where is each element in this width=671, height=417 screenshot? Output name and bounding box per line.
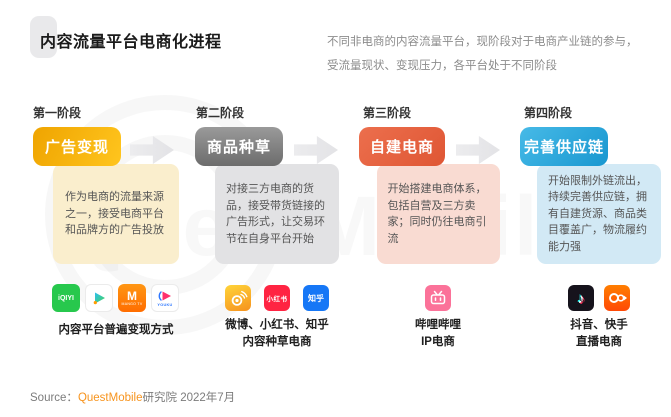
stage1-description-box: 作为电商的流量来源之一，接受电商平台和品牌方的广告投放 — [53, 164, 179, 264]
arrow-right-icon — [456, 136, 500, 164]
stage2-description-box: 对接三方电商的货品，接受带货链接的广告形式，让交易环节在自身平台开始 — [215, 164, 339, 264]
stage1-caption-line1: 内容平台普遍变现方式 — [58, 324, 174, 336]
stage4-description: 开始限制外链流出，持续完善供应链，拥有自建货源、商品类目覆盖广，物流履约能力强 — [548, 174, 647, 253]
stage2-description: 对接三方电商的货品，接受带货链接的广告形式，让交易环节在自身平台开始 — [226, 183, 325, 245]
stage3-caption-line2: IP电商 — [421, 336, 455, 348]
stage3-app-icons — [425, 285, 451, 311]
stage1-label: 第一阶段 — [33, 106, 82, 120]
mango-tv-glyph: M — [127, 289, 137, 303]
stage4-caption-line2: 直播电商 — [576, 336, 622, 348]
douyin-icon: ♪ — [568, 285, 594, 311]
xiaohongshu-icon: 小红书 — [264, 285, 290, 311]
stage3-caption-line1: 哔哩哔哩 — [415, 319, 461, 331]
stage4-box: 完善供应链 — [520, 127, 608, 166]
mango-tv-label: MANGO TV — [121, 302, 143, 306]
arrow-right-icon — [294, 136, 338, 164]
stage3-box: 自建电商 — [359, 127, 445, 166]
stage3-caption: 哔哩哔哩 IP电商 — [353, 317, 523, 351]
tencent-video-icon — [85, 284, 113, 312]
stage2-box: 商品种草 — [195, 127, 283, 166]
stage4-caption-line1: 抖音、快手 — [570, 319, 628, 331]
intro-paragraph: 不同非电商的内容流量平台，现阶段对于电商产业链的参与， 受流量现状、变现压力，各… — [327, 30, 667, 78]
stage1-app-icons: iQIYI M MANGO TV YOUKU — [52, 284, 179, 312]
source-line: Source：QuestMobile研究院 2022年7月 — [30, 389, 235, 405]
source-prefix: Source： — [30, 392, 78, 404]
stage2-app-icons: 小红书 知乎 — [225, 285, 329, 311]
stage2-caption: 微博、小红书、知乎 内容种草电商 — [192, 317, 362, 351]
zhihu-icon: 知乎 — [303, 285, 329, 311]
intro-line-2: 受流量现状、变现压力，各平台处于不同阶段 — [327, 60, 557, 72]
stage4-caption: 抖音、快手 直播电商 — [514, 317, 671, 351]
stage3-label: 第三阶段 — [363, 106, 412, 120]
stage2-label: 第二阶段 — [196, 106, 245, 120]
stage3-description-box: 开始搭建电商体系，包括自营及三方卖家；同时仍往电商引流 — [377, 164, 500, 264]
youku-icon-label: YOUKU — [157, 303, 173, 307]
stage1-caption: 内容平台普遍变现方式 — [31, 322, 201, 339]
source-brand: QuestMobile — [77, 392, 143, 404]
stage4-description-box: 开始限制外链流出，持续完善供应链，拥有自建货源、商品类目覆盖广，物流履约能力强 — [537, 164, 661, 264]
youku-icon: YOUKU — [151, 284, 179, 312]
iqiyi-icon-label: iQIYI — [58, 294, 74, 302]
zhihu-icon-label: 知乎 — [308, 293, 324, 303]
stage3-description: 开始搭建电商体系，包括自营及三方卖家；同时仍往电商引流 — [387, 183, 487, 245]
douyin-note-glyph: ♪ — [577, 290, 585, 306]
stage1-description: 作为电商的流量来源之一，接受电商平台和品牌方的广告投放 — [65, 191, 164, 237]
page-title: 内容流量平台电商化进程 — [40, 34, 222, 51]
source-suffix: 研究院 2022年7月 — [142, 392, 236, 404]
weibo-icon — [225, 285, 251, 311]
bilibili-icon — [425, 285, 451, 311]
stage4-app-icons: ♪ — [568, 285, 630, 311]
xiaohongshu-icon-label: 小红书 — [266, 296, 288, 303]
title-accent-bar — [30, 16, 57, 58]
mango-tv-icon: M MANGO TV — [118, 284, 146, 312]
kuaishou-icon — [604, 285, 630, 311]
iqiyi-icon: iQIYI — [52, 284, 80, 312]
stage2-caption-line2: 内容种草电商 — [242, 336, 312, 348]
stage4-label: 第四阶段 — [524, 106, 573, 120]
stage1-box: 广告变现 — [33, 127, 121, 166]
stage2-caption-line1: 微博、小红书、知乎 — [225, 319, 329, 331]
intro-line-1: 不同非电商的内容流量平台，现阶段对于电商产业链的参与， — [327, 36, 638, 48]
